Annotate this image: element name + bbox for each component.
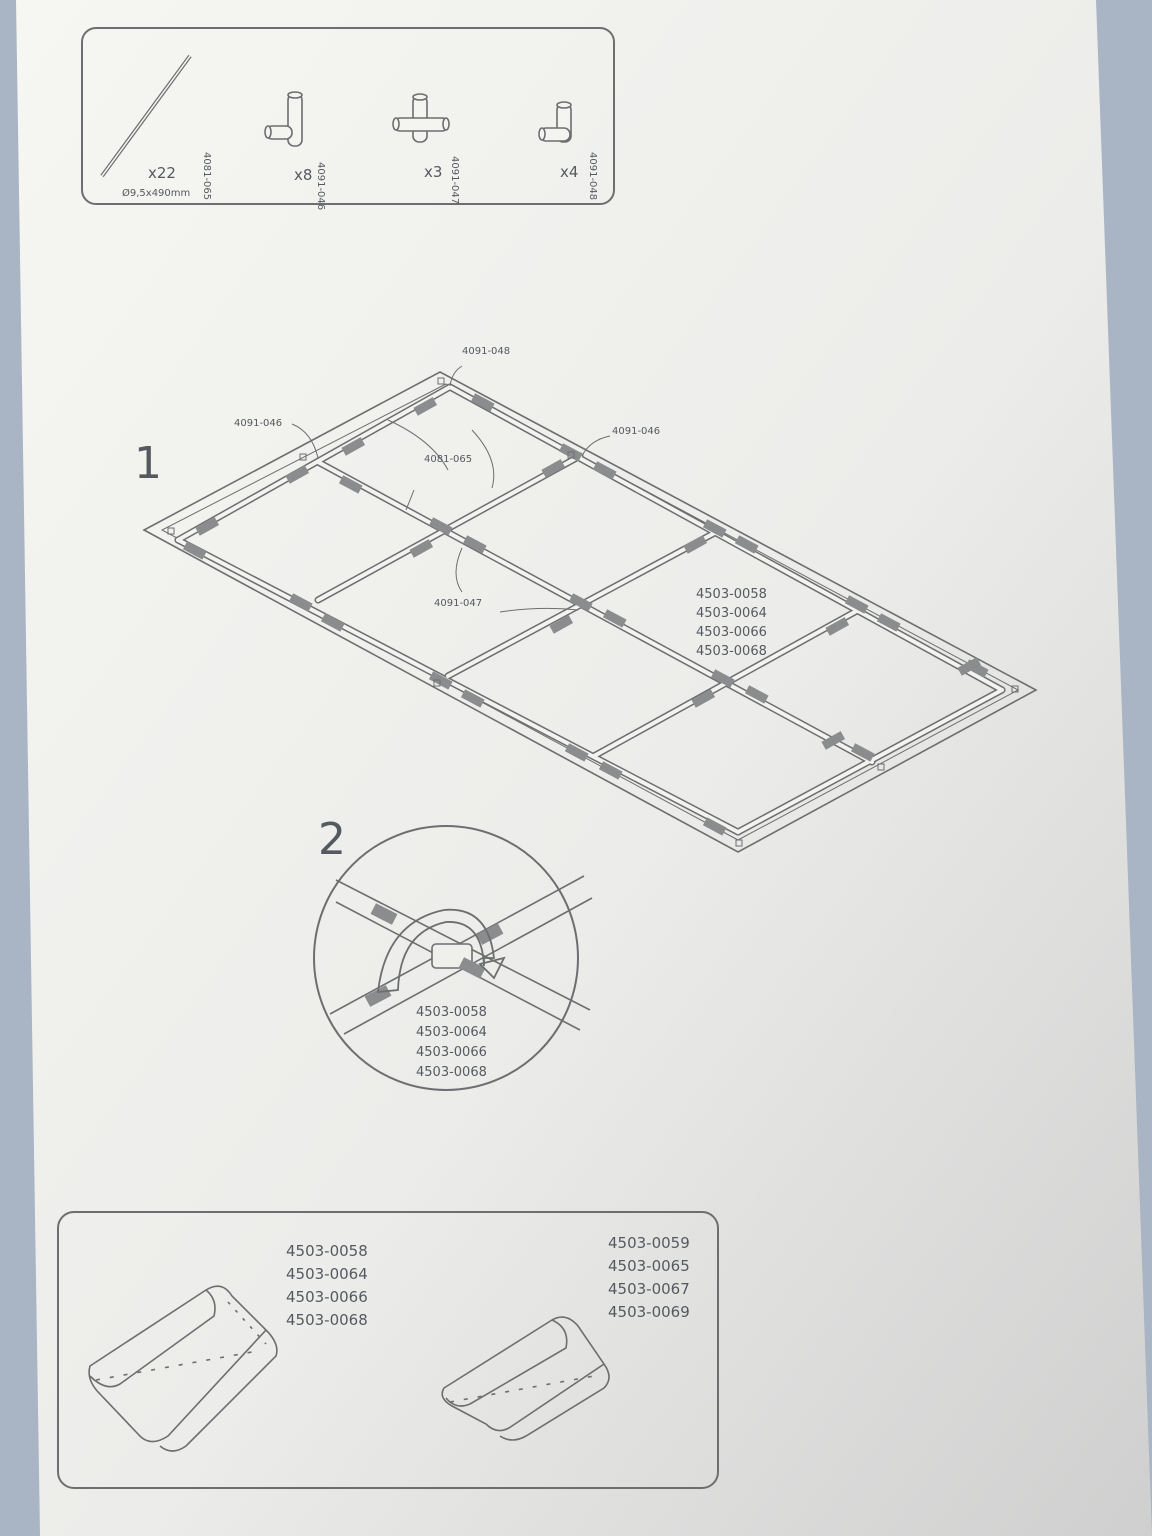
fabric-box: 4503-0058 4503-0064 4503-0066 4503-0068 … — [57, 1211, 719, 1489]
t-connector-icon — [264, 91, 303, 147]
parts-size-rod: Ø9,5x490mm — [122, 187, 190, 199]
callout-t-right: 4091-046 — [612, 426, 660, 437]
step-2-fabric-code: 4503-0068 — [416, 1065, 487, 1080]
fabric-right-codes: 4503-0059 4503-0065 4503-0067 4503-0069 — [608, 1234, 690, 1321]
parts-qty-rod: x22 — [148, 164, 176, 182]
fabric-code: 4503-0068 — [286, 1311, 368, 1329]
fabric-clips — [182, 393, 989, 836]
parts-qty-cross: x3 — [424, 163, 442, 181]
callout-lines — [291, 365, 611, 613]
step-1-fabric-code: 4503-0066 — [696, 625, 767, 640]
detail-rods — [329, 875, 593, 1035]
parts-code-t: 4091-046 — [315, 162, 326, 210]
detail-magnifier-circle — [313, 825, 579, 1091]
fabric-code: 4503-0065 — [608, 1257, 690, 1275]
step-1-frame-diagram: 1 — [134, 346, 1038, 853]
fabric-left-codes: 4503-0058 4503-0064 4503-0066 4503-0068 — [286, 1242, 368, 1329]
frame-mat-outline — [142, 371, 1038, 853]
callout-t-left: 4091-046 — [234, 418, 282, 429]
rotate-arrow-icon — [376, 908, 506, 994]
fabric-code: 4503-0067 — [608, 1280, 690, 1298]
corner-markers — [167, 377, 1019, 847]
parts-code-cross: 4091-047 — [449, 156, 460, 204]
parts-code-elbow: 4091-048 — [587, 152, 598, 200]
step-2-fabric-code: 4503-0066 — [416, 1045, 487, 1060]
step-1-fabric-code: 4503-0068 — [696, 644, 767, 659]
callout-rod: 4081-065 — [424, 454, 472, 465]
rod-icon — [100, 54, 192, 178]
fabric-code: 4503-0069 — [608, 1303, 690, 1321]
cross-connector-icon — [392, 93, 450, 143]
step-1-fabric-code: 4503-0064 — [696, 606, 767, 621]
callout-elbow: 4091-048 — [462, 346, 510, 357]
parts-list-box: x22 Ø9,5x490mm 4081-065 x8 4091-046 x3 4… — [81, 27, 615, 210]
fabric-code: 4503-0058 — [286, 1242, 368, 1260]
step-2-fabric-code: 4503-0058 — [416, 1005, 487, 1020]
step-1-fabric-code: 4503-0058 — [696, 587, 767, 602]
parts-qty-t: x8 — [294, 166, 312, 184]
callout-cross: 4091-047 — [434, 598, 482, 609]
step-1-number: 1 — [134, 438, 162, 489]
fabric-code: 4503-0064 — [286, 1265, 368, 1283]
step-2-fabric-codes: 4503-0058 4503-0064 4503-0066 4503-0068 — [416, 1005, 487, 1080]
large-fabric-icon — [88, 1285, 278, 1452]
step-2-detail-diagram: 2 4503-0058 4503-0064 4503-0066 4503-006… — [313, 814, 593, 1091]
fabric-code: 4503-0059 — [608, 1234, 690, 1252]
small-fabric-icon — [441, 1316, 610, 1441]
fabric-code: 4503-0066 — [286, 1288, 368, 1306]
elbow-connector-icon — [538, 101, 572, 143]
parts-qty-elbow: x4 — [560, 163, 578, 181]
step-1-fabric-codes: 4503-0058 4503-0064 4503-0066 4503-0068 — [696, 587, 767, 659]
step-2-fabric-code: 4503-0064 — [416, 1025, 487, 1040]
parts-code-rod: 4081-065 — [201, 152, 212, 200]
step-2-number: 2 — [318, 814, 346, 865]
